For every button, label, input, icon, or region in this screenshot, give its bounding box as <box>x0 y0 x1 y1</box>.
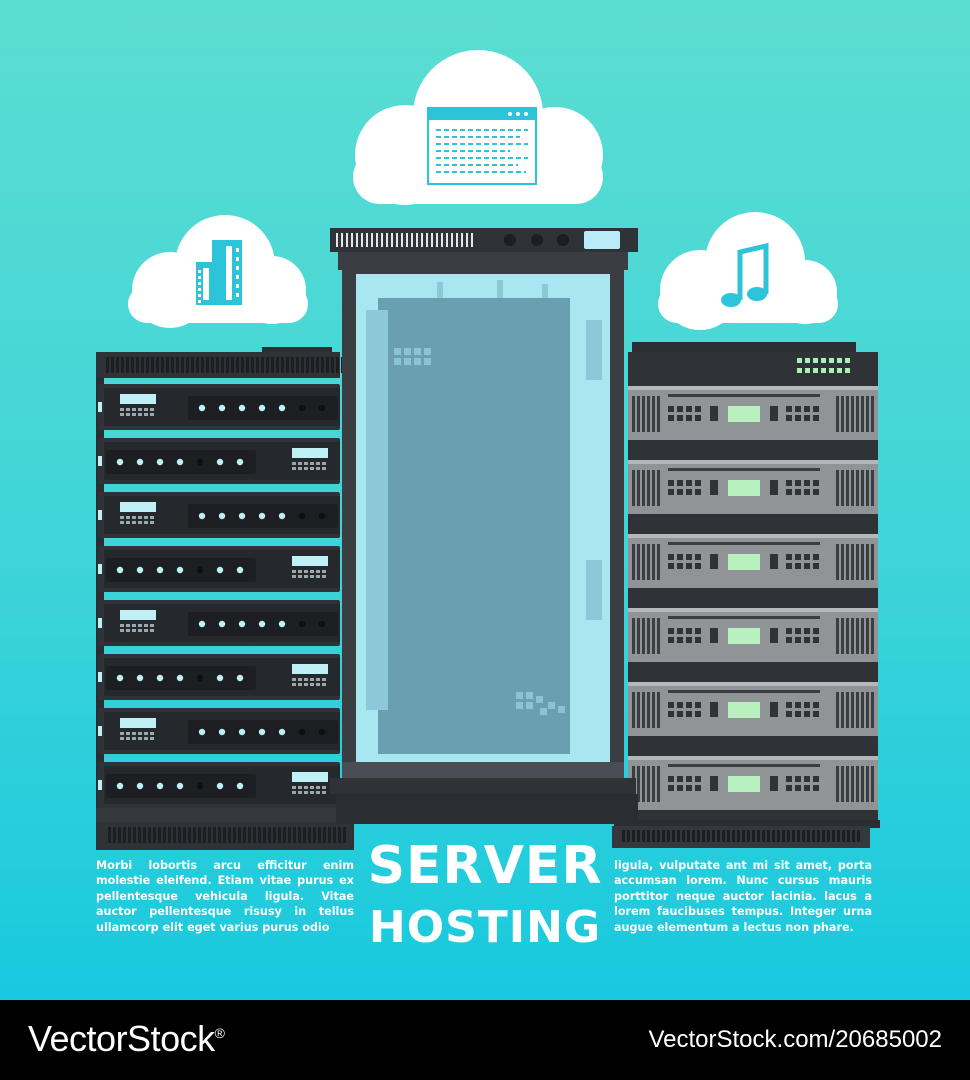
music-note-icon <box>721 242 769 307</box>
left-server-unit <box>98 384 340 430</box>
left-server-unit <box>98 762 340 808</box>
illustration <box>96 107 880 850</box>
brand-name: VectorStock <box>28 1018 215 1059</box>
right-server-unit <box>628 682 878 736</box>
brand-logo: VectorStock® <box>28 1018 225 1060</box>
cloud-right <box>658 212 838 330</box>
left-server-unit <box>98 546 340 592</box>
right-server-unit <box>628 386 878 440</box>
left-server-unit <box>98 492 340 538</box>
body-text-right: ligula, vulputate ant mi sit amet, porta… <box>614 859 872 934</box>
page-title-line-1: SERVER <box>367 836 603 896</box>
film-strip-icon <box>196 240 242 305</box>
brand-registered-mark: ® <box>214 1025 225 1041</box>
right-server-unit <box>628 756 878 810</box>
page-title-line-2: HOSTING <box>368 902 602 953</box>
body-text-left: Morbi lobortis arcu efficitur enim moles… <box>96 859 354 934</box>
webpage-icon <box>427 107 537 185</box>
server-hosting-poster: SERVER HOSTING Morbi lobortis arcu effic… <box>0 0 970 1000</box>
left-server-rack <box>96 347 364 850</box>
right-server-unit <box>628 534 878 588</box>
center-server-cabinet <box>330 228 638 824</box>
footer-bar: VectorStock® VectorStock.com/20685002 <box>0 1000 970 1080</box>
right-server-unit <box>628 608 878 662</box>
image-id-text: VectorStock.com/20685002 <box>648 1026 942 1053</box>
left-server-unit <box>98 654 340 700</box>
right-server-unit <box>628 460 878 514</box>
left-server-unit <box>98 438 340 484</box>
right-server-rack <box>612 342 880 848</box>
left-server-unit <box>98 708 340 754</box>
left-server-unit <box>98 600 340 646</box>
